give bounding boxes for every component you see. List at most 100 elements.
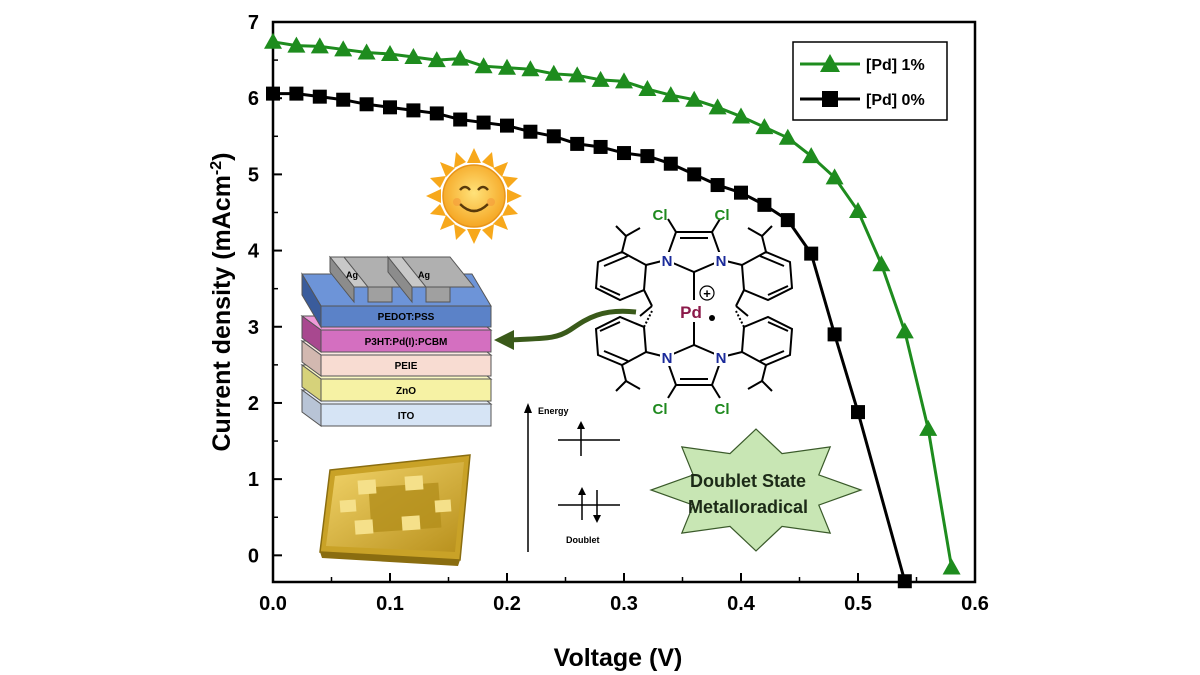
data-point [755, 118, 774, 135]
svg-text:Doublet State: Doublet State [690, 471, 806, 491]
svg-text:Energy: Energy [538, 406, 569, 416]
data-point [404, 48, 423, 65]
doublet-state-badge: Doublet State Metalloradical [649, 428, 863, 552]
svg-text:Ag: Ag [418, 270, 430, 280]
data-point [289, 86, 304, 101]
data-point [732, 107, 750, 124]
y-tick-label: 0 [248, 545, 259, 567]
data-point [546, 129, 561, 144]
svg-text:ITO: ITO [398, 411, 415, 422]
data-point [264, 32, 282, 49]
x-tick-label: 0.3 [610, 593, 638, 615]
data-point [287, 36, 306, 53]
data-point [266, 86, 280, 101]
y-tick-label: 6 [248, 88, 259, 110]
data-point [710, 178, 725, 193]
data-point [570, 136, 585, 151]
data-point [381, 45, 399, 61]
svg-text:Cl: Cl [715, 207, 730, 224]
data-point [640, 149, 655, 164]
data-point [357, 43, 376, 60]
data-point [451, 49, 470, 66]
svg-text:P3HT:Pd(I):PCBM: P3HT:Pd(I):PCBM [365, 337, 448, 348]
data-point [661, 86, 680, 103]
svg-text:ZnO: ZnO [396, 386, 416, 397]
svg-text:+: + [703, 286, 711, 301]
data-point [591, 70, 610, 87]
data-point [427, 51, 446, 68]
svg-text:Doublet: Doublet [566, 535, 600, 545]
data-point [544, 64, 563, 81]
data-point [334, 40, 353, 57]
data-point [406, 103, 421, 118]
series-0 [264, 32, 961, 575]
svg-text:N: N [716, 253, 727, 270]
svg-text:Cl: Cl [653, 207, 668, 224]
data-point [897, 574, 912, 589]
data-point [617, 146, 631, 161]
pd-complex-structure [594, 218, 794, 399]
data-point [500, 118, 514, 133]
svg-text:[Pd] 0%: [Pd] 0% [866, 92, 925, 109]
series-layer [264, 32, 961, 589]
data-point [521, 60, 540, 77]
svg-text:Ag: Ag [346, 270, 358, 280]
data-point [593, 139, 608, 154]
legend: [Pd] 1% [Pd] 0% [792, 41, 948, 121]
svg-text:Metalloradical: Metalloradical [688, 497, 808, 517]
svg-text:N: N [662, 253, 673, 270]
data-point [851, 405, 865, 420]
x-tick-label: 0.5 [844, 593, 872, 615]
data-point [919, 419, 938, 436]
data-point [312, 89, 327, 104]
data-point [310, 37, 329, 54]
x-tick-label: 0.4 [727, 593, 756, 615]
x-axis-title: Voltage (V) [554, 644, 683, 672]
svg-text:Pd: Pd [680, 303, 702, 322]
svg-text:N: N [662, 350, 673, 367]
data-point [757, 197, 772, 212]
svg-text:Cl: Cl [715, 401, 730, 418]
data-point [429, 106, 444, 121]
gold-device-photo [319, 454, 471, 566]
data-point [453, 112, 468, 127]
y-tick-label: 7 [248, 12, 259, 34]
svg-text:Cl: Cl [653, 401, 668, 418]
device-stack-diagram: ITO ZnO PEIE P3HT:Pd(I):PCBM PED [300, 255, 493, 427]
data-point [568, 66, 587, 83]
x-tick-label: 0.0 [259, 593, 287, 615]
series-1 [266, 86, 912, 589]
y-axis-title: Current density (mAcm-2) [208, 152, 236, 451]
data-point [942, 558, 961, 575]
x-tick-label: 0.6 [961, 593, 989, 615]
x-axis: 0.0 0.1 0.2 0.3 0.4 0.5 0.6 [259, 573, 989, 615]
data-point [802, 147, 821, 164]
molecule-labels: Cl Cl Cl Cl N N N N Pd + [653, 207, 730, 418]
data-point [523, 124, 538, 139]
sun-icon [426, 148, 522, 244]
data-point [663, 156, 678, 171]
y-tick-label: 3 [248, 317, 259, 339]
legend-box [792, 41, 948, 121]
data-point [804, 246, 819, 261]
data-point [476, 115, 491, 130]
x-tick-label: 0.1 [376, 593, 404, 615]
data-point [825, 168, 844, 185]
svg-text:PEDOT:PSS: PEDOT:PSS [378, 312, 435, 323]
data-point [708, 98, 727, 115]
data-point [780, 213, 795, 228]
curved-arrow-icon [494, 308, 637, 350]
y-tick-label: 5 [248, 164, 259, 186]
y-tick-label: 4 [248, 241, 260, 263]
data-point [895, 322, 914, 339]
svg-text:[Pd] 1%: [Pd] 1% [866, 57, 925, 74]
svg-text:N: N [716, 350, 727, 367]
y-tick-label: 2 [248, 393, 259, 415]
data-point [498, 58, 516, 75]
data-point [638, 80, 657, 97]
x-tick-label: 0.2 [493, 593, 521, 615]
data-point [383, 100, 397, 115]
energy-level-diagram: Energy Doublet [524, 403, 620, 552]
data-point [734, 185, 748, 200]
